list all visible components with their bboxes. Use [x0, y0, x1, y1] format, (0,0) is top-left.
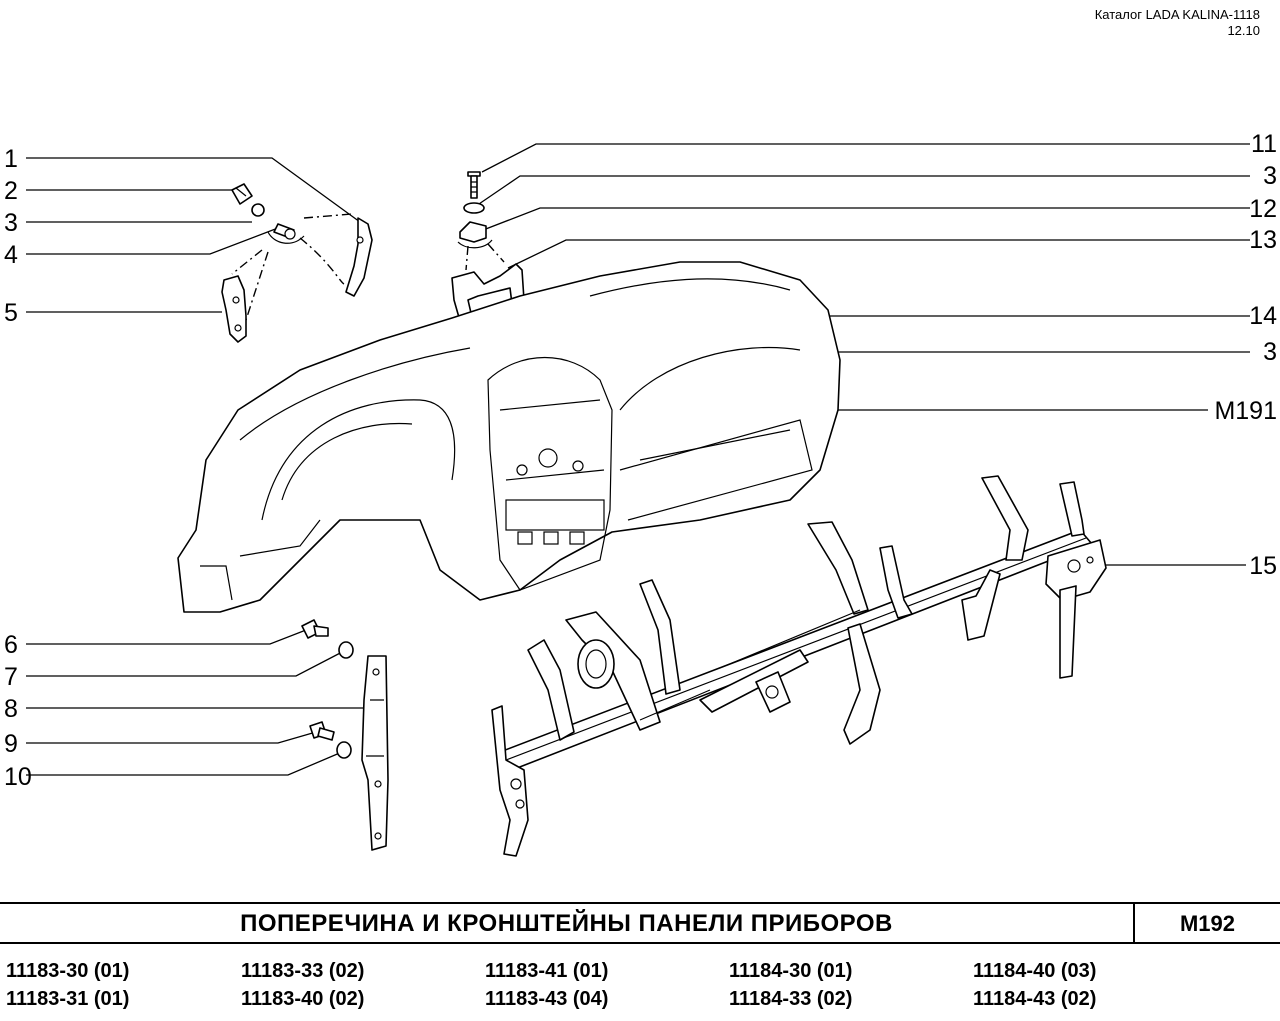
washer-3-top: [463, 202, 485, 214]
bolt-9: [309, 721, 335, 741]
callout-12: 12: [1249, 195, 1277, 223]
model-code: 11183-31 (01): [6, 988, 130, 1010]
callout-4: 4: [4, 241, 18, 269]
clip-2: [231, 183, 253, 205]
title-divider: [1133, 904, 1135, 942]
model-code: 11183-30 (01): [6, 960, 130, 982]
callout-10: 10: [4, 763, 32, 791]
bracket-8: [361, 655, 389, 851]
page-title: ПОПЕРЕЧИНА И КРОНШТЕЙНЫ ПАНЕЛИ ПРИБОРОВ: [240, 910, 893, 937]
callout-11: 11: [1251, 130, 1277, 158]
callout-3: 3: [4, 209, 18, 237]
instrument-panel-m191: [177, 261, 841, 613]
callout-7: 7: [4, 663, 18, 691]
bracket-1: [345, 217, 373, 297]
callout-2: 2: [4, 177, 18, 205]
model-code: 11184-43 (02): [973, 988, 1097, 1010]
model-code: 11183-40 (02): [241, 988, 365, 1010]
washer-3: [251, 203, 265, 217]
bolt-4: [273, 223, 296, 240]
callout-8: 8: [4, 695, 18, 723]
callout-m191: M191: [1214, 397, 1277, 425]
callout-13: 13: [1249, 226, 1277, 254]
callout-9: 9: [4, 730, 18, 758]
parts-diagram: 1 2 3 4 5 6 7 8 9 10 11 3 12 13 14 3 M19…: [4, 130, 1277, 857]
model-list: 11183-30 (01) 11183-33 (02) 11183-41 (01…: [6, 958, 1276, 1012]
callout-1: 1: [4, 145, 18, 173]
callout-3-top: 3: [1263, 162, 1277, 190]
callout-5: 5: [4, 299, 18, 327]
nut-12: [457, 221, 493, 249]
assembly-arrows-left: [231, 213, 353, 321]
catalog-header: Каталог LADA KALINA-1118: [1094, 7, 1260, 22]
page-code: M192: [1179, 911, 1236, 936]
callout-14: 14: [1249, 302, 1277, 330]
callout-15: 15: [1249, 552, 1277, 580]
washer-10: [336, 741, 352, 759]
model-code: 11183-43 (04): [485, 988, 609, 1010]
catalog-date: 12.10: [1227, 23, 1260, 38]
callout-6: 6: [4, 631, 18, 659]
screw-11: [467, 171, 481, 199]
model-code: 11184-33 (02): [729, 988, 853, 1010]
model-code: 11183-41 (01): [485, 960, 609, 982]
model-code: 11184-30 (01): [729, 960, 853, 982]
bolt-6: [301, 619, 329, 639]
model-code: 11184-40 (03): [973, 960, 1097, 982]
callout-3-right: 3: [1263, 338, 1277, 366]
cross-member-15: [491, 475, 1107, 857]
model-code: 11183-33 (02): [241, 960, 365, 982]
title-bar: ПОПЕРЕЧИНА И КРОНШТЕЙНЫ ПАНЕЛИ ПРИБОРОВ …: [0, 902, 1280, 944]
bracket-5: [221, 275, 247, 343]
washer-7: [338, 641, 354, 659]
